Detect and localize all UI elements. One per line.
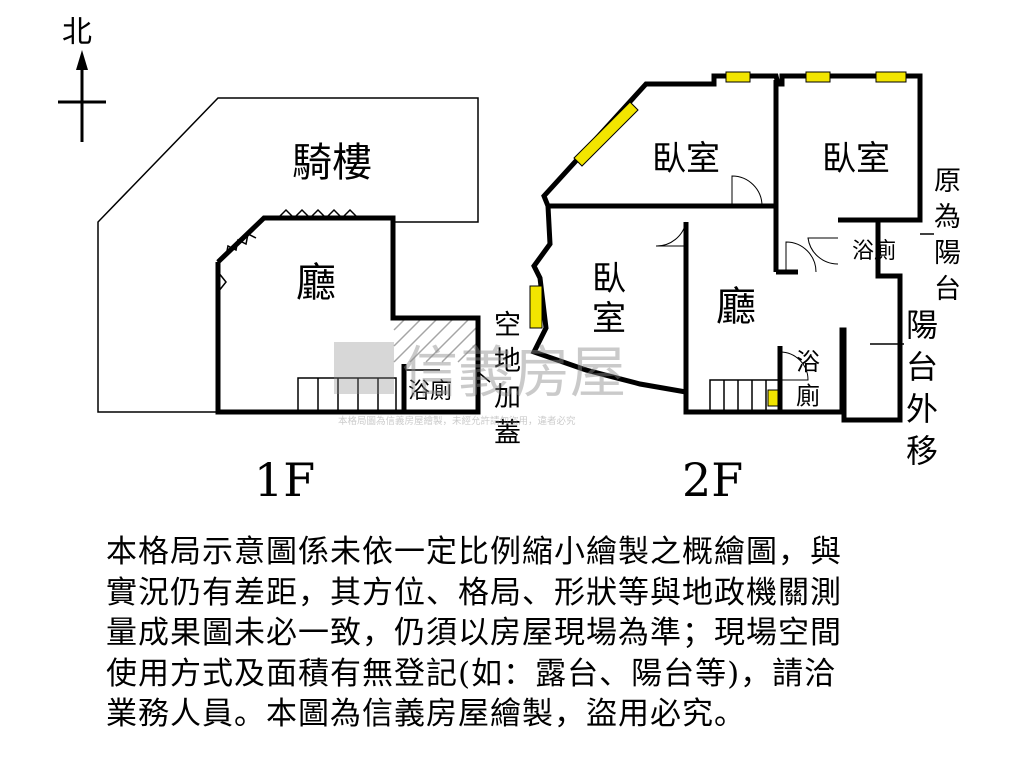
bath-small-label-1: 廁: [796, 382, 820, 410]
floor-plan: 北: [58, 15, 961, 507]
north-label: 北: [62, 15, 92, 50]
door-bath-top: [807, 237, 839, 265]
north-arrow-icon: [76, 50, 88, 70]
bath-label-1f: 浴廁: [408, 379, 452, 404]
bedroom3-label-1: 室: [592, 299, 626, 339]
floor-2-wall: [530, 73, 923, 423]
open-space-pointer: [477, 371, 491, 383]
open-space-label-1: 地: [494, 346, 521, 377]
window-top-2: [805, 71, 831, 83]
floor-1-plan: 騎樓 廳 浴廁 空 地 加 蓋 1F: [97, 97, 521, 507]
balcony-out-label-3: 移: [906, 432, 938, 470]
window-top-3: [875, 71, 907, 83]
living-label-2f: 廳: [716, 284, 756, 330]
orig-balcony-label-3: 台: [934, 274, 961, 305]
disclaimer-line: 本格局示意圖係未依一定比例縮小繪製之概繪圖，與: [106, 534, 842, 570]
bath-top-label: 浴廁: [852, 239, 896, 264]
open-space-label-2: 加: [494, 382, 521, 413]
stairs-1f: [297, 377, 397, 413]
open-space-label-3: 蓋: [494, 418, 521, 449]
floor-1-wall: [215, 215, 481, 415]
disclaimer-line: 使用方式及面積有無登記(如：露台、陽台等)，請洽: [106, 655, 837, 692]
bedroom1-label: 臥室: [652, 139, 720, 179]
open-space-label-0: 空: [494, 310, 521, 341]
open-space-hatch: [393, 317, 479, 363]
orig-balcony-label-1: 為: [934, 202, 961, 233]
door-bedroom3: [655, 221, 687, 247]
balcony-out-label-1: 台: [906, 348, 938, 386]
door-bedroom2: [785, 241, 817, 273]
disclaimer: 本格局示意圖係未依一定比例縮小繪製之概繪圖，與 實況仍有差距，其方位、格局、形狀…: [106, 532, 986, 735]
window-top-1: [725, 71, 751, 83]
living-label-1f: 廳: [296, 260, 336, 306]
stairs-2f: [709, 379, 781, 413]
balcony-out-label-2: 外: [906, 390, 938, 428]
windows-2f: [529, 71, 907, 407]
bedroom2-label: 臥室: [822, 139, 890, 179]
disclaimer-line: 實況仍有差距，其方位、格局、形狀等與地政機關測: [106, 574, 842, 611]
window-left: [529, 285, 543, 329]
floor-2-label: 2F: [682, 453, 743, 507]
compass: 北: [58, 15, 106, 142]
orig-balcony-label-2: 陽: [934, 238, 961, 269]
door-bath-small: [779, 351, 809, 381]
watermark-brand: 信義房屋: [402, 341, 626, 406]
bedroom3-label-0: 臥: [592, 259, 626, 299]
watermark-notice: 本格局圖為信義房屋繪製，未經允許請勿盜用，違者必究: [338, 415, 576, 427]
bath-small-label-0: 浴: [796, 348, 820, 376]
arcade-label: 騎樓: [292, 140, 372, 186]
floor-1-label: 1F: [254, 453, 315, 507]
living-window-top: [277, 208, 359, 220]
watermark: 信義房屋 本格局圖為信義房屋繪製，未經允許請勿盜用，違者必究: [334, 341, 626, 427]
disclaimer-line: 量成果圖未必一致，仍須以房屋現場為準；現場空間: [106, 615, 842, 651]
living-window-left: [217, 271, 227, 293]
balcony-out-label-0: 陽: [906, 306, 938, 344]
living-window-diag: [225, 232, 257, 257]
door-bedroom1: [731, 175, 763, 207]
floor-2-plan: 臥室 臥室 臥 室 廳 浴廁 浴 廁 原 為 陽 台 陽 台 外 移 2F: [529, 71, 961, 507]
watermark-logo-icon: [334, 342, 394, 394]
window-bath-small: [767, 389, 779, 407]
disclaimer-line: 業務人員。本圖為信義房屋繪製，盜用必究。: [106, 696, 746, 732]
orig-balcony-label-0: 原: [934, 166, 961, 197]
window-diagonal: [573, 101, 639, 167]
